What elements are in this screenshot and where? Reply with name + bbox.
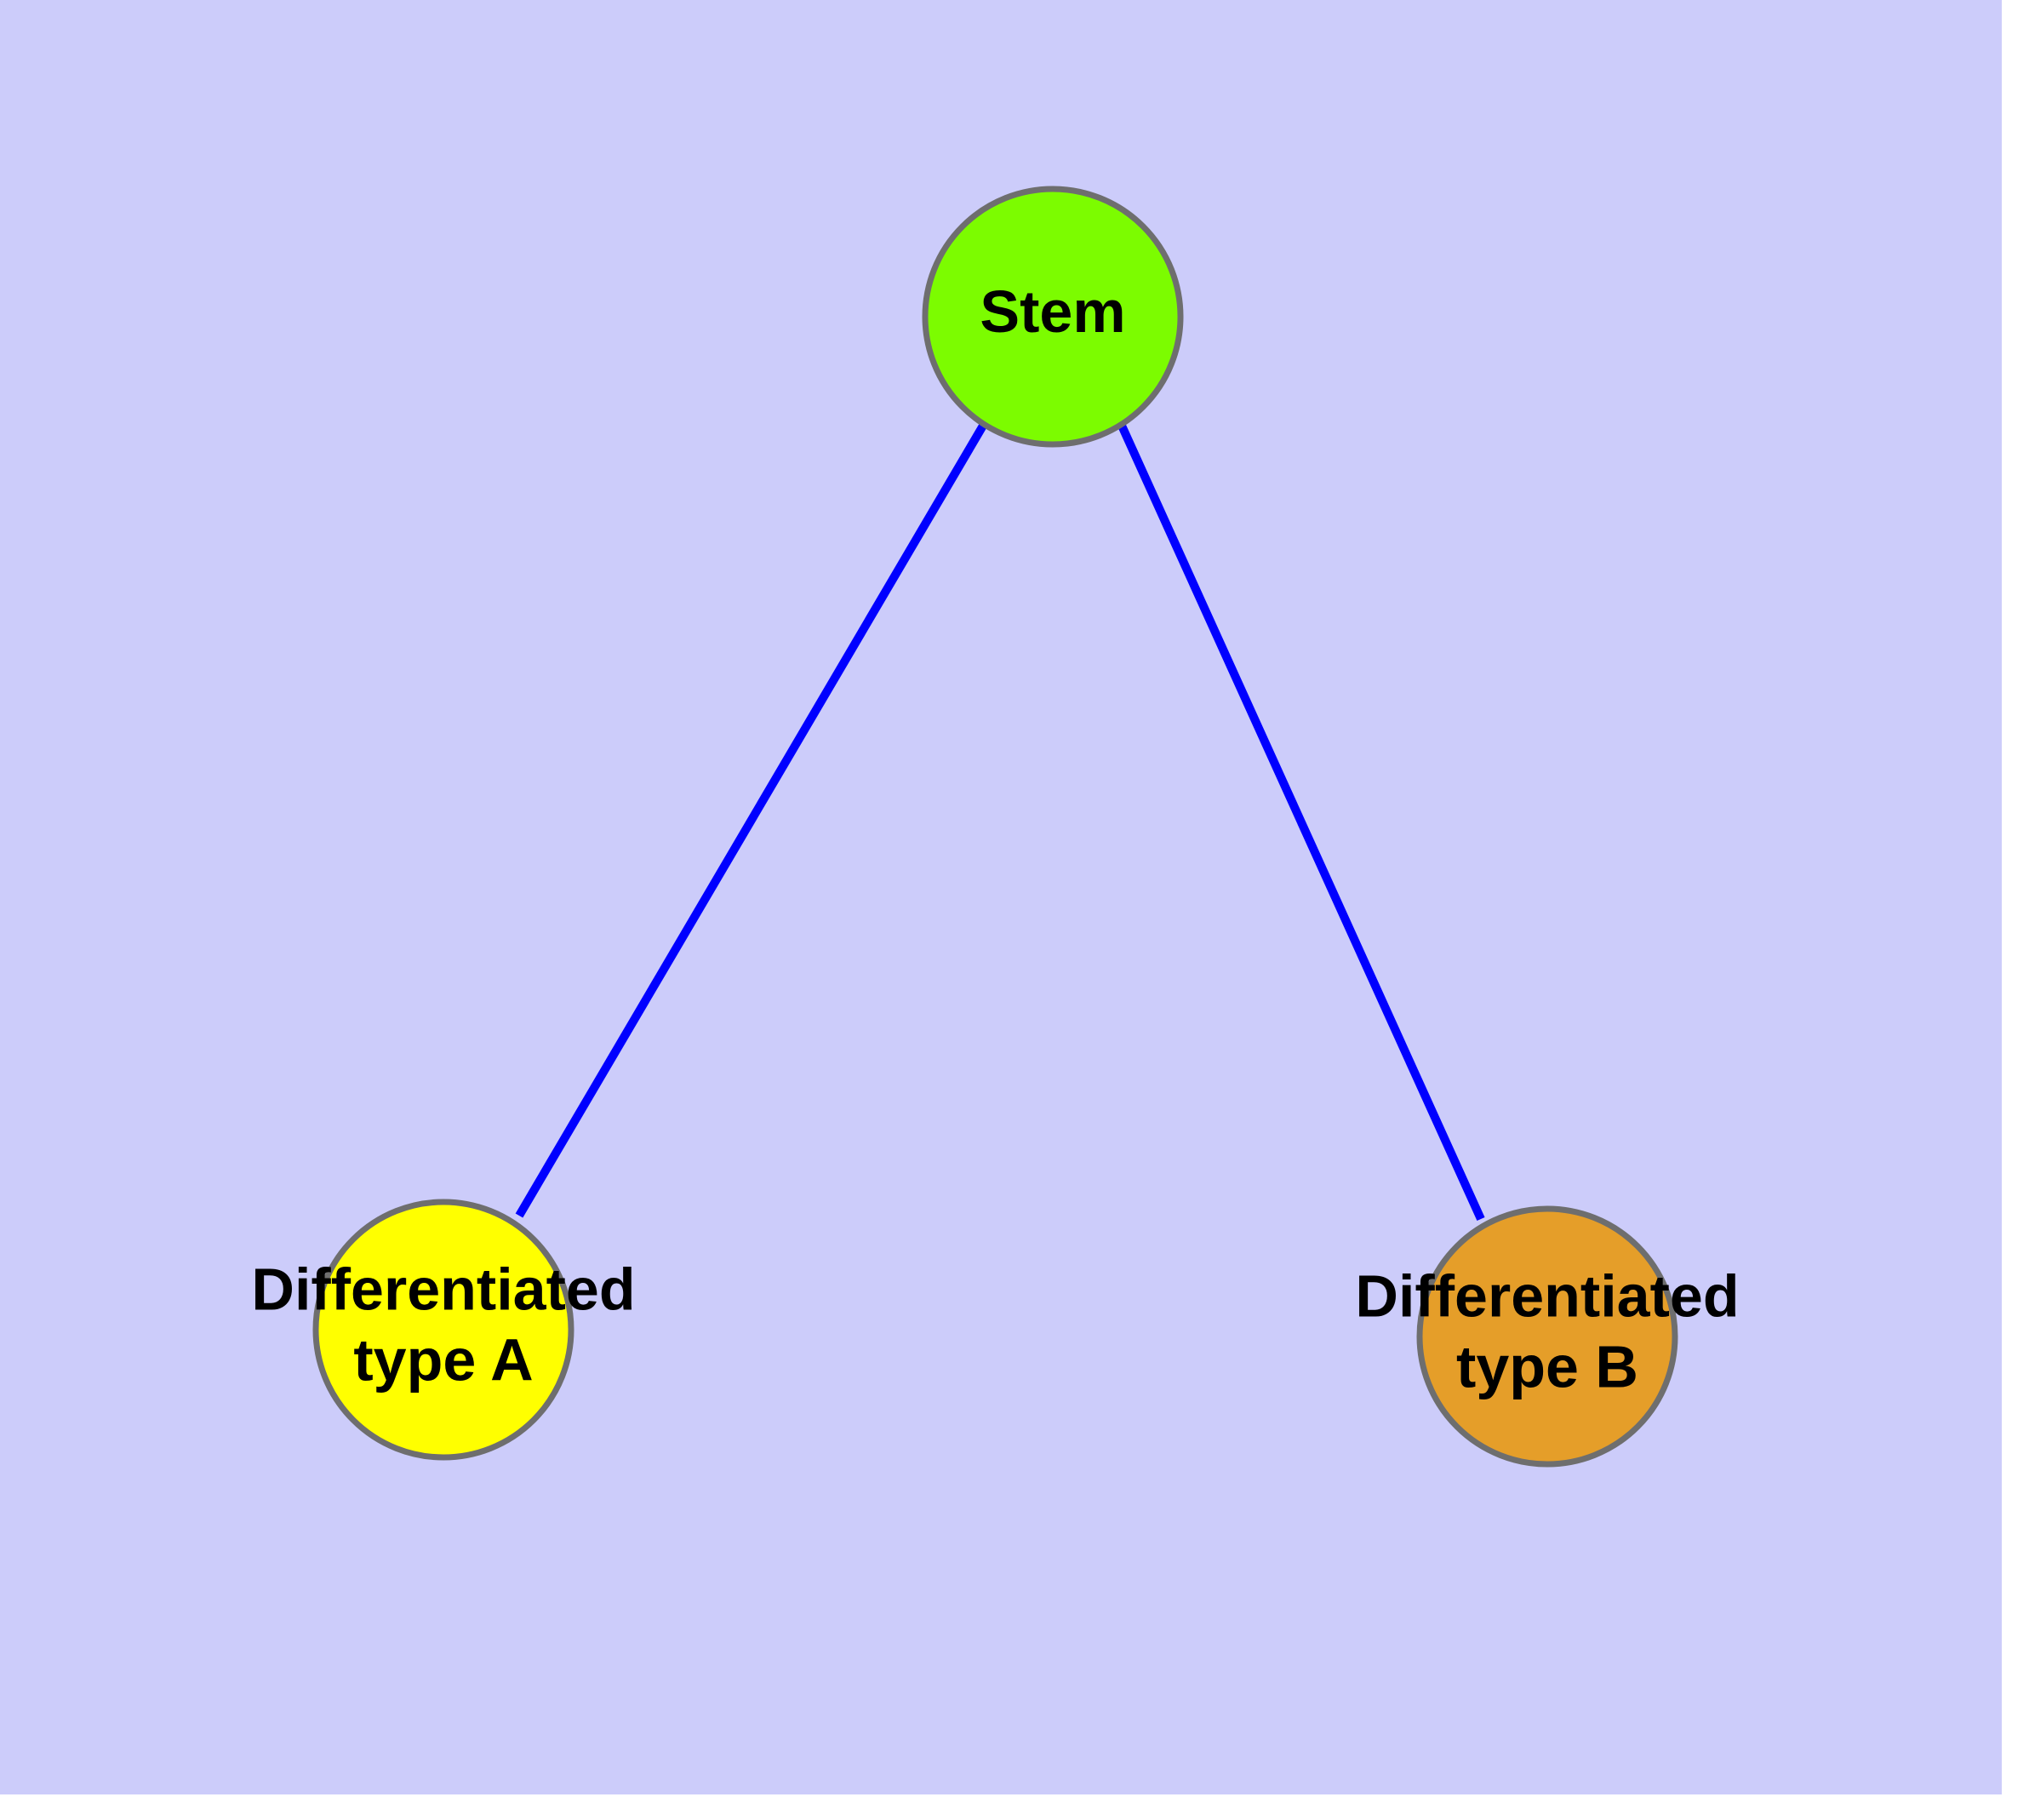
- node-diff_a[interactable]: [312, 1199, 574, 1461]
- node-stem[interactable]: [922, 186, 1184, 448]
- edges-group: [515, 423, 1485, 1222]
- node-label-line: Differentiated: [1355, 1263, 1739, 1330]
- node-diff_b[interactable]: [1416, 1205, 1678, 1468]
- node-label-line: Differentiated: [251, 1256, 635, 1323]
- node-label-line: type B: [1456, 1334, 1638, 1400]
- nodes-group: [312, 186, 1678, 1468]
- edge-stem-diff-a[interactable]: [515, 423, 987, 1218]
- node-label-line: Stem: [980, 278, 1125, 345]
- node-label-stem: Stem: [980, 278, 1125, 345]
- node-label-line: type A: [353, 1327, 533, 1394]
- edge-stem-diff-b[interactable]: [1117, 423, 1485, 1222]
